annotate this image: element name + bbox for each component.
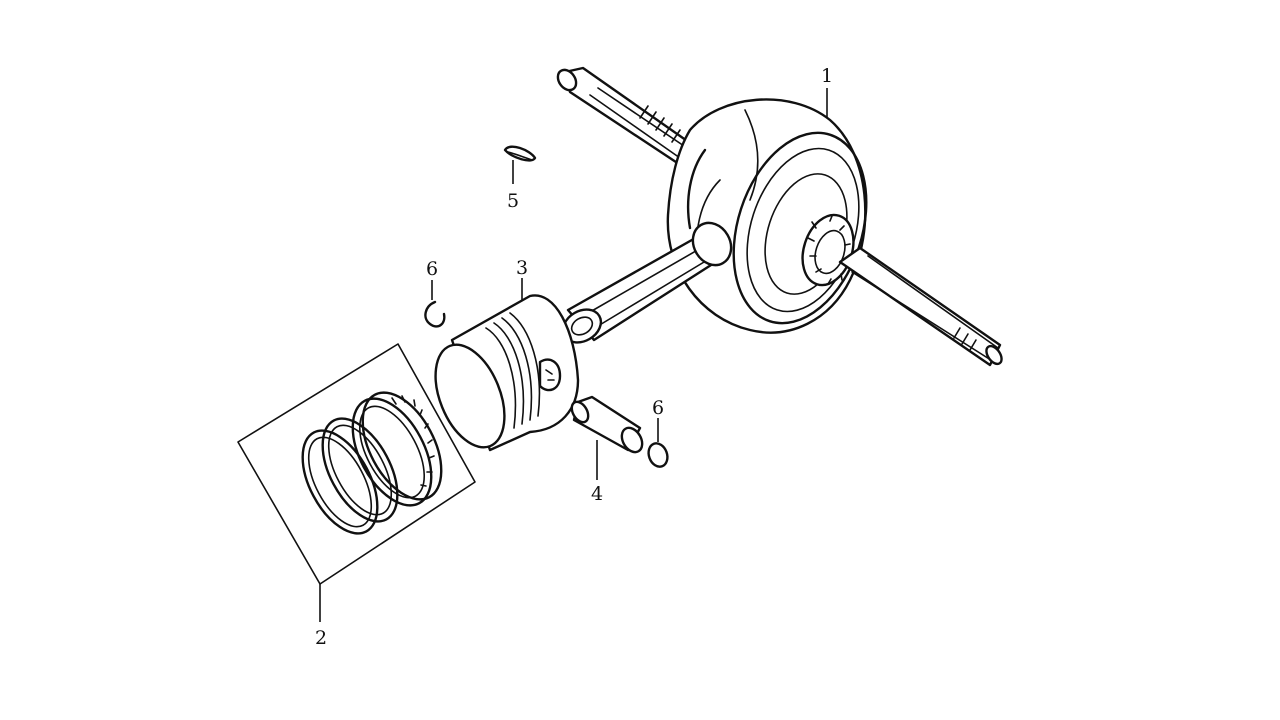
callout-6-right: 6	[652, 397, 664, 419]
crankshaft-assembly: 1	[556, 65, 1003, 367]
callout-6-left: 6	[426, 258, 438, 280]
callout-1: 1	[821, 65, 833, 87]
crankshaft-flywheel	[666, 98, 868, 334]
piston-pin: 4	[570, 395, 644, 505]
ring-set-frame	[237, 343, 476, 585]
piston: 3	[434, 257, 580, 452]
callout-3: 3	[516, 257, 528, 279]
woodruff-key: 5	[503, 145, 537, 212]
piston-pin-clip-left: 6	[424, 258, 446, 328]
piston-ring-set: 2	[237, 343, 476, 649]
ring-oil	[351, 391, 443, 507]
piston-pin-clip-right: 6	[647, 397, 669, 468]
callout-2: 2	[315, 627, 327, 649]
ring-second	[321, 417, 399, 523]
ring-top	[301, 429, 379, 535]
callout-5: 5	[507, 190, 519, 212]
connecting-rod	[561, 221, 733, 344]
crankshaft-right-shaft	[838, 246, 1003, 367]
callout-4: 4	[591, 483, 603, 505]
crankshaft-left-shaft	[556, 66, 702, 172]
